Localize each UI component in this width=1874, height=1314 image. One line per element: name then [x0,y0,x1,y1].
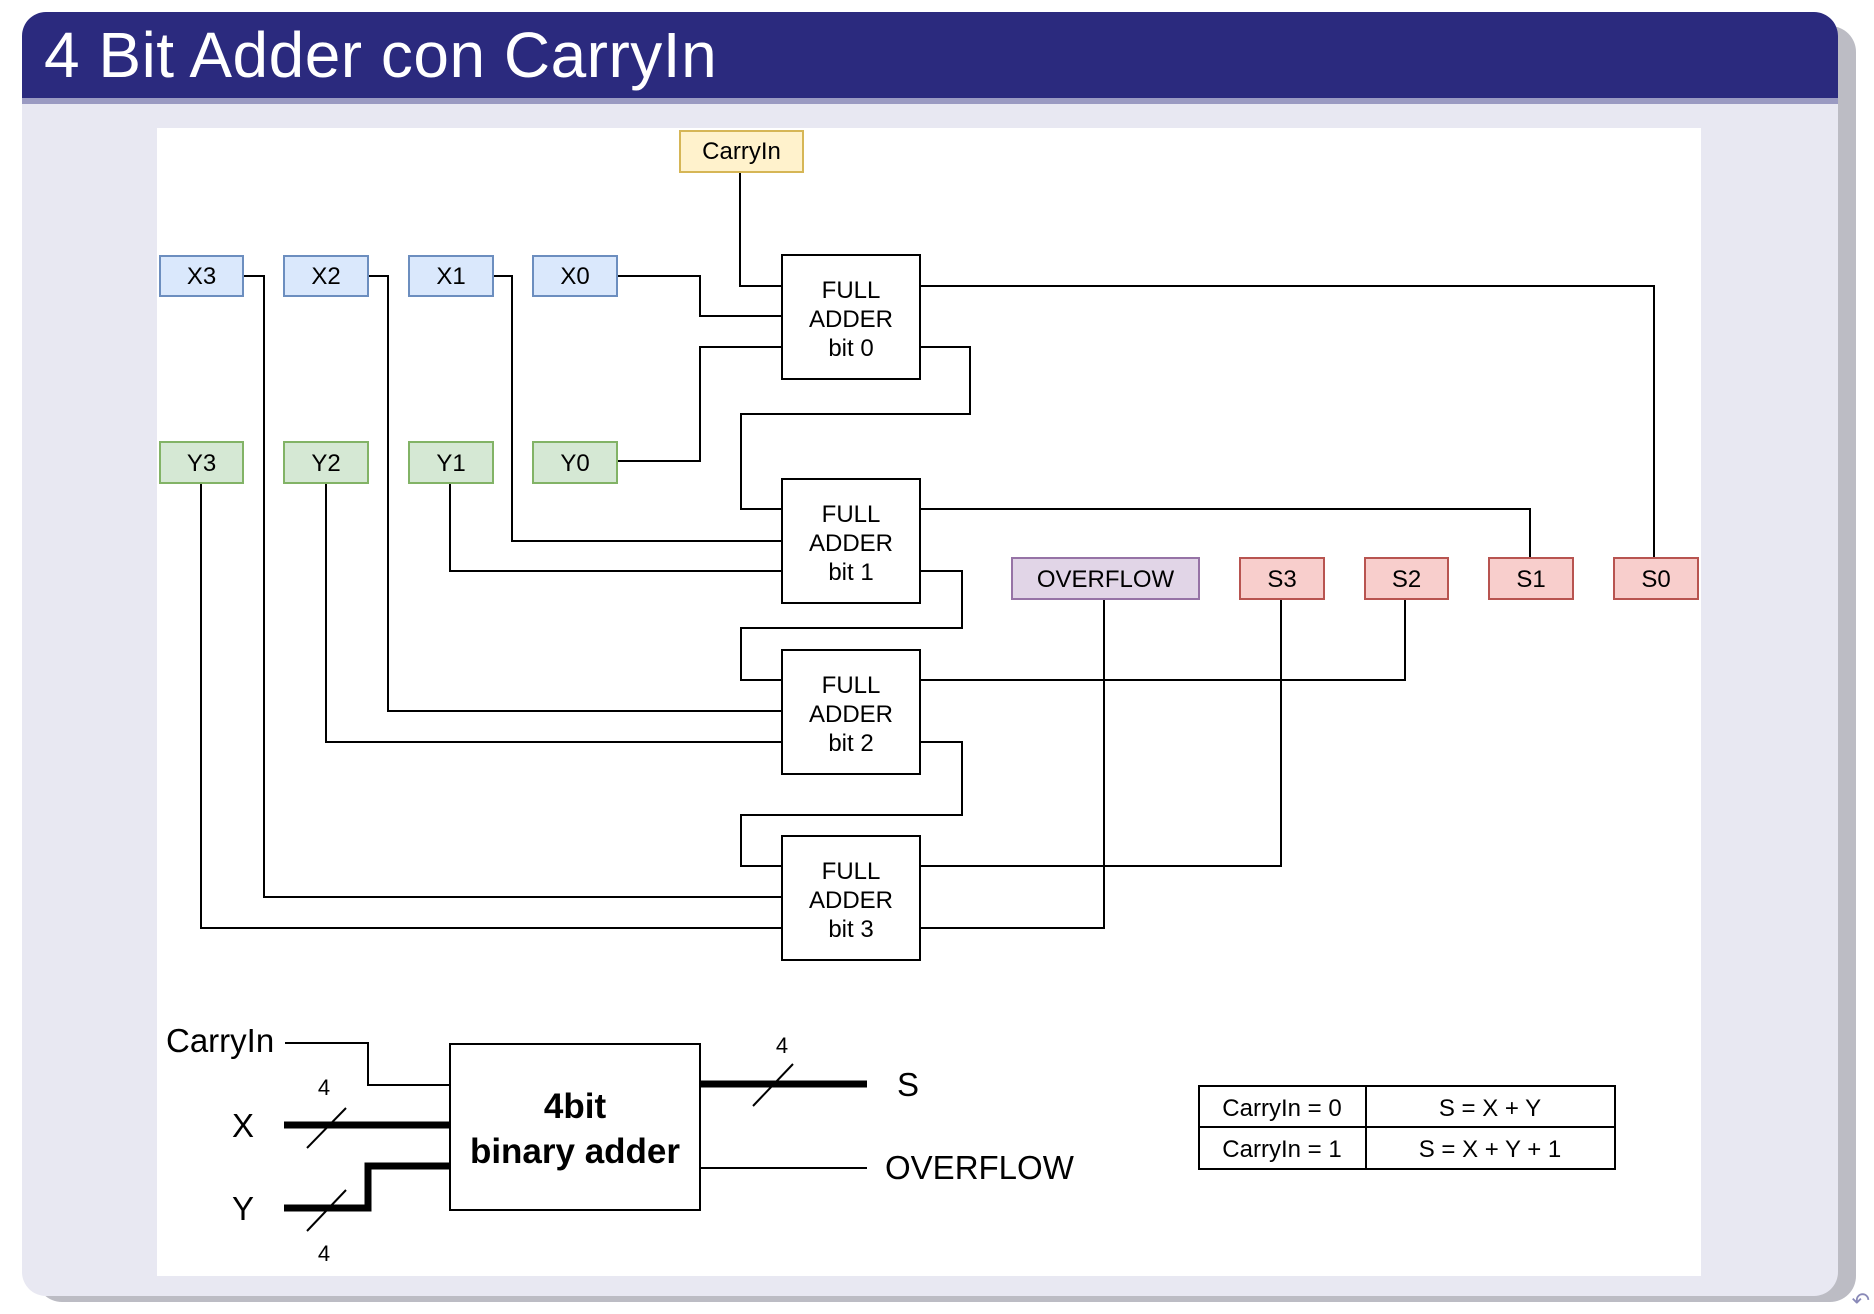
wire-y1 [449,484,782,572]
wires [200,172,1655,929]
x0-input: X0 [532,255,618,297]
fa2-line1: FULL [822,672,881,699]
x1-label: X1 [436,263,465,290]
fa1-line1: FULL [822,501,881,528]
wire-x1 [493,275,782,542]
table-row: CarryIn = 0 S = X + Y [1222,1095,1541,1122]
full-adder-bit-1: FULL ADDER bit 1 [781,478,921,604]
block-s-label: S [897,1066,919,1103]
block-y-slash [306,1189,347,1232]
wire-carryin [739,172,782,287]
x1-input: X1 [408,255,494,297]
s1-label: S1 [1516,566,1545,593]
block-diagram: CarryIn 4 X 4 Y 4bit binary adder 4 S OV… [166,1022,1075,1266]
y0-label: Y0 [560,450,589,477]
fa3-line3: bit 3 [828,916,873,943]
s0-label: S0 [1641,566,1670,593]
block-y-label: Y [232,1190,254,1227]
block-x-label: X [232,1107,254,1144]
wire-overflow [920,600,1105,929]
fa0-line2: ADDER [809,306,893,333]
wire-s2 [920,600,1406,681]
block-title-line1: 4bit [544,1087,607,1126]
wire-s3 [920,600,1282,867]
block-s-width: 4 [776,1033,788,1058]
table-row-2-condition: CarryIn = 1 [1222,1136,1341,1163]
y1-input: Y1 [408,441,494,484]
x2-label: X2 [311,263,340,290]
back-arrow-icon[interactable]: ↶ [1851,1288,1870,1313]
block-overflow-label: OVERFLOW [885,1149,1075,1186]
full-adder-bit-0: FULL ADDER bit 0 [781,254,921,380]
fa0-line3: bit 0 [828,335,873,362]
carryin-input: CarryIn [679,130,804,173]
block-carryin-wire [285,1042,450,1086]
x2-input: X2 [283,255,369,297]
s3-label: S3 [1267,566,1296,593]
s2-label: S2 [1392,566,1421,593]
block-x-width: 4 [318,1075,330,1100]
table-row-1-result: S = X + Y [1439,1095,1541,1122]
y3-label: Y3 [187,450,216,477]
wire-s0 [920,285,1655,558]
wire-x3 [244,275,782,898]
s3-output: S3 [1239,557,1325,600]
wire-s1 [920,508,1531,558]
x3-label: X3 [187,263,216,290]
x0-label: X0 [560,263,589,290]
y1-label: Y1 [436,450,465,477]
fa3-line2: ADDER [809,887,893,914]
carryin-input-label: CarryIn [702,138,781,165]
table-row-1-condition: CarryIn = 0 [1222,1095,1341,1122]
s2-output: S2 [1364,557,1449,600]
fa1-line3: bit 1 [828,559,873,586]
y2-input: Y2 [283,441,369,484]
s1-output: S1 [1488,557,1574,600]
s0-output: S0 [1613,557,1699,600]
fa2-line3: bit 2 [828,730,873,757]
y0-input: Y0 [532,441,618,484]
slide-title: 4 Bit Adder con CarryIn [44,19,718,91]
block-x-slash [306,1107,347,1149]
table-row-2-result: S = X + Y + 1 [1419,1136,1562,1163]
block-s-slash [752,1063,794,1107]
adder-diagram: CarryIn X3 X2 X1 X0 Y3 Y2 Y1 Y0 FULL ADD… [159,130,1699,1266]
fa2-line2: ADDER [809,701,893,728]
block-y-width: 4 [318,1241,330,1266]
block-carryin-label: CarryIn [166,1022,274,1059]
full-adder-bit-3: FULL ADDER bit 3 [781,835,921,961]
table-row: CarryIn = 1 S = X + Y + 1 [1222,1136,1561,1163]
overflow-output-label: OVERFLOW [1037,566,1175,593]
fa0-line1: FULL [822,277,881,304]
wire-carry-0-1 [740,346,971,510]
diagram-canvas: CarryIn X3 X2 X1 X0 Y3 Y2 Y1 Y0 FULL ADD… [157,128,1701,1276]
x3-input: X3 [159,255,244,297]
title-bar: 4 Bit Adder con CarryIn [22,12,1838,104]
block-y-bus [284,1162,450,1212]
block-title-line2: binary adder [470,1132,680,1171]
fa1-line2: ADDER [809,530,893,557]
fa3-line1: FULL [822,858,881,885]
wire-y3 [200,484,782,929]
full-adder-bit-2: FULL ADDER bit 2 [781,649,921,775]
carryin-table: CarryIn = 0 S = X + Y CarryIn = 1 S = X … [1198,1085,1616,1170]
wire-y0 [617,346,782,462]
block-adder-box [449,1043,701,1211]
wire-x0 [617,275,782,317]
y2-label: Y2 [311,450,340,477]
overflow-output: OVERFLOW [1011,557,1200,600]
y3-input: Y3 [159,441,244,484]
wire-y2 [325,484,782,743]
wire-carry-1-2 [740,570,963,681]
wire-carry-2-3 [740,741,963,867]
wire-x2 [368,275,782,712]
